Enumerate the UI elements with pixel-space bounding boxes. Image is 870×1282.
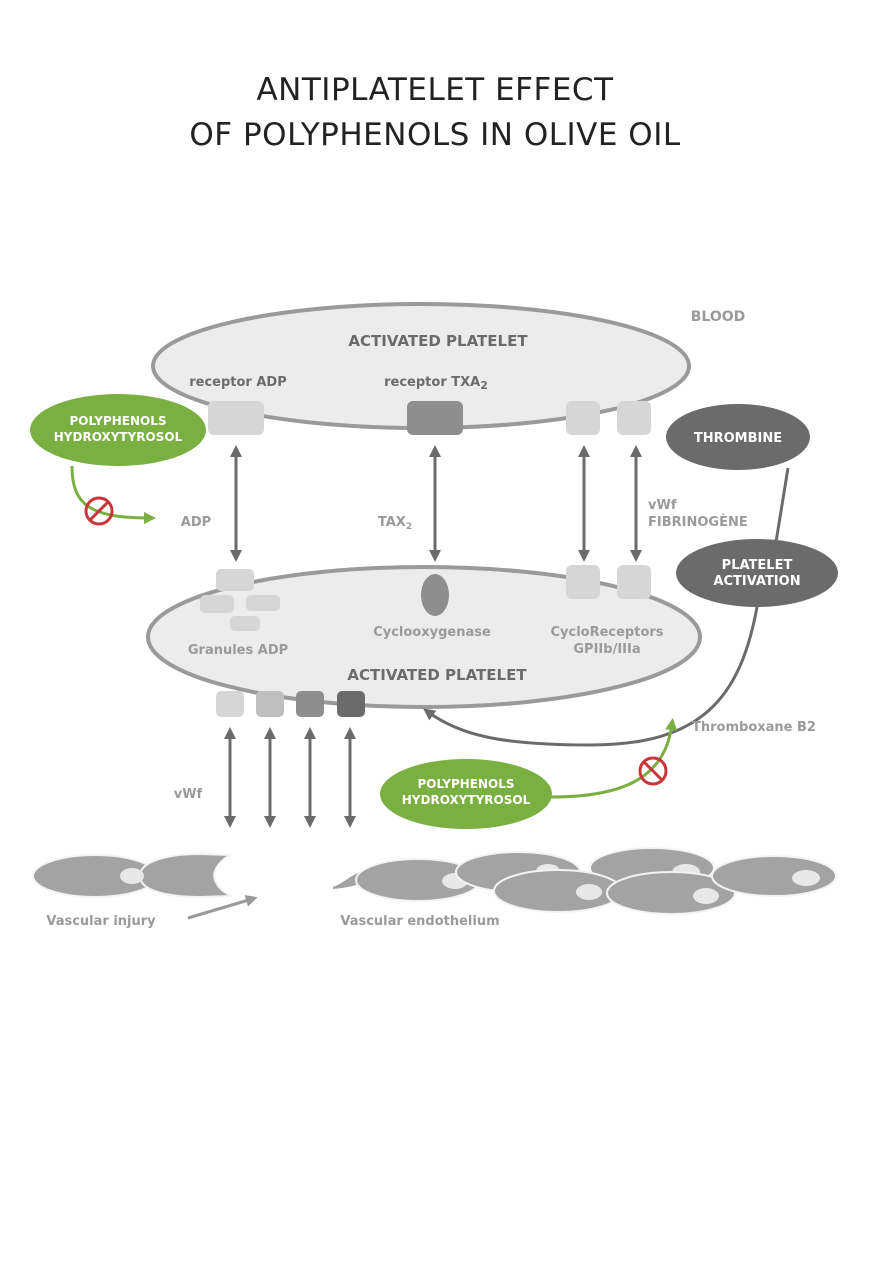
cell-nucleus bbox=[693, 888, 719, 904]
granule bbox=[216, 569, 254, 591]
title-line-2: OF POLYPHENOLS IN OLIVE OIL bbox=[189, 117, 681, 153]
cycloreceptor-1 bbox=[566, 565, 600, 599]
receptor-txa2-label: receptor TXA2 bbox=[384, 375, 488, 392]
blood-label: BLOOD bbox=[691, 309, 746, 325]
gpiib-label: GPIIb/IIIa bbox=[573, 642, 640, 657]
cyclooxygenase-label: Cyclooxygenase bbox=[373, 625, 491, 640]
adp-label: ADP bbox=[181, 515, 211, 530]
cell-nucleus bbox=[120, 868, 144, 884]
receptor-txa2 bbox=[407, 401, 463, 435]
cell-nucleus bbox=[576, 884, 602, 900]
granule bbox=[246, 595, 280, 611]
vascular-endothelium bbox=[333, 847, 837, 915]
platelet-activation-line2: ACTIVATION bbox=[713, 574, 800, 589]
thrombine-node bbox=[666, 404, 810, 470]
polyphenols-top-line2: HYDROXYTYROSOL bbox=[54, 430, 183, 444]
bottom-receptor-1 bbox=[216, 691, 244, 717]
vwf-bottom-label: vWf bbox=[174, 787, 203, 802]
thrombine-label: THROMBINE bbox=[694, 431, 782, 446]
endothelial-cell bbox=[711, 855, 837, 897]
damaged-cell bbox=[138, 852, 234, 899]
granule bbox=[200, 595, 234, 613]
polyphenols-bottom-line1: POLYPHENOLS bbox=[417, 777, 514, 791]
vwf-top-label: vWf bbox=[648, 498, 677, 513]
platelet-activation-node bbox=[676, 539, 838, 607]
vascular-injury-label: Vascular injury bbox=[46, 914, 156, 929]
cell-nucleus bbox=[792, 870, 820, 886]
cycloreceptor-2 bbox=[617, 565, 651, 599]
inhibit-icon-bottom bbox=[638, 756, 668, 786]
title-line-1: ANTIPLATELET EFFECT bbox=[256, 72, 614, 108]
receptor-gpiib-1 bbox=[566, 401, 600, 435]
polyphenols-top-line1: POLYPHENOLS bbox=[69, 414, 166, 428]
bottom-receptor-3 bbox=[296, 691, 324, 717]
activation-feedback-arrow bbox=[423, 606, 759, 747]
top-platelet-label: ACTIVATED PLATELET bbox=[348, 332, 528, 350]
polyphenols-thromboxane-inhibit-arrow bbox=[550, 718, 678, 799]
tax2-label: TAX2 bbox=[378, 515, 412, 532]
polyphenols-bottom-node bbox=[380, 759, 552, 829]
platelet-activation-line1: PLATELET bbox=[722, 558, 793, 573]
bottom-receptor-2 bbox=[256, 691, 284, 717]
receptor-adp bbox=[208, 401, 264, 435]
polyphenols-top-node bbox=[30, 394, 206, 466]
vascular-endothelium-label: Vascular endothelium bbox=[340, 914, 499, 929]
receptor-adp-label: receptor ADP bbox=[189, 375, 287, 390]
thromboxane-b2-label: Thromboxane B2 bbox=[692, 720, 816, 735]
inhibit-icon-top bbox=[84, 496, 114, 526]
fibrinogene-label: FIBRINOGÈNE bbox=[648, 514, 748, 530]
polyphenols-adp-inhibit-arrow bbox=[70, 465, 156, 524]
granule bbox=[230, 616, 260, 631]
receptor-gpiib-2 bbox=[617, 401, 651, 435]
cycloreceptors-label: CycloReceptors bbox=[550, 625, 663, 640]
cyclooxygenase-shape bbox=[421, 574, 449, 616]
polyphenols-bottom-line2: HYDROXYTYROSOL bbox=[402, 793, 531, 807]
bottom-receptor-4 bbox=[337, 691, 365, 717]
vascular-injury-arrow bbox=[187, 894, 258, 920]
endothelial-cell bbox=[493, 869, 623, 913]
thrombine-connector bbox=[774, 467, 790, 543]
injured-endothelium bbox=[32, 852, 234, 899]
bottom-platelet-label: ACTIVATED PLATELET bbox=[347, 666, 527, 684]
granules-adp-label: Granules ADP bbox=[188, 643, 288, 658]
bottom-activated-platelet bbox=[146, 565, 702, 709]
